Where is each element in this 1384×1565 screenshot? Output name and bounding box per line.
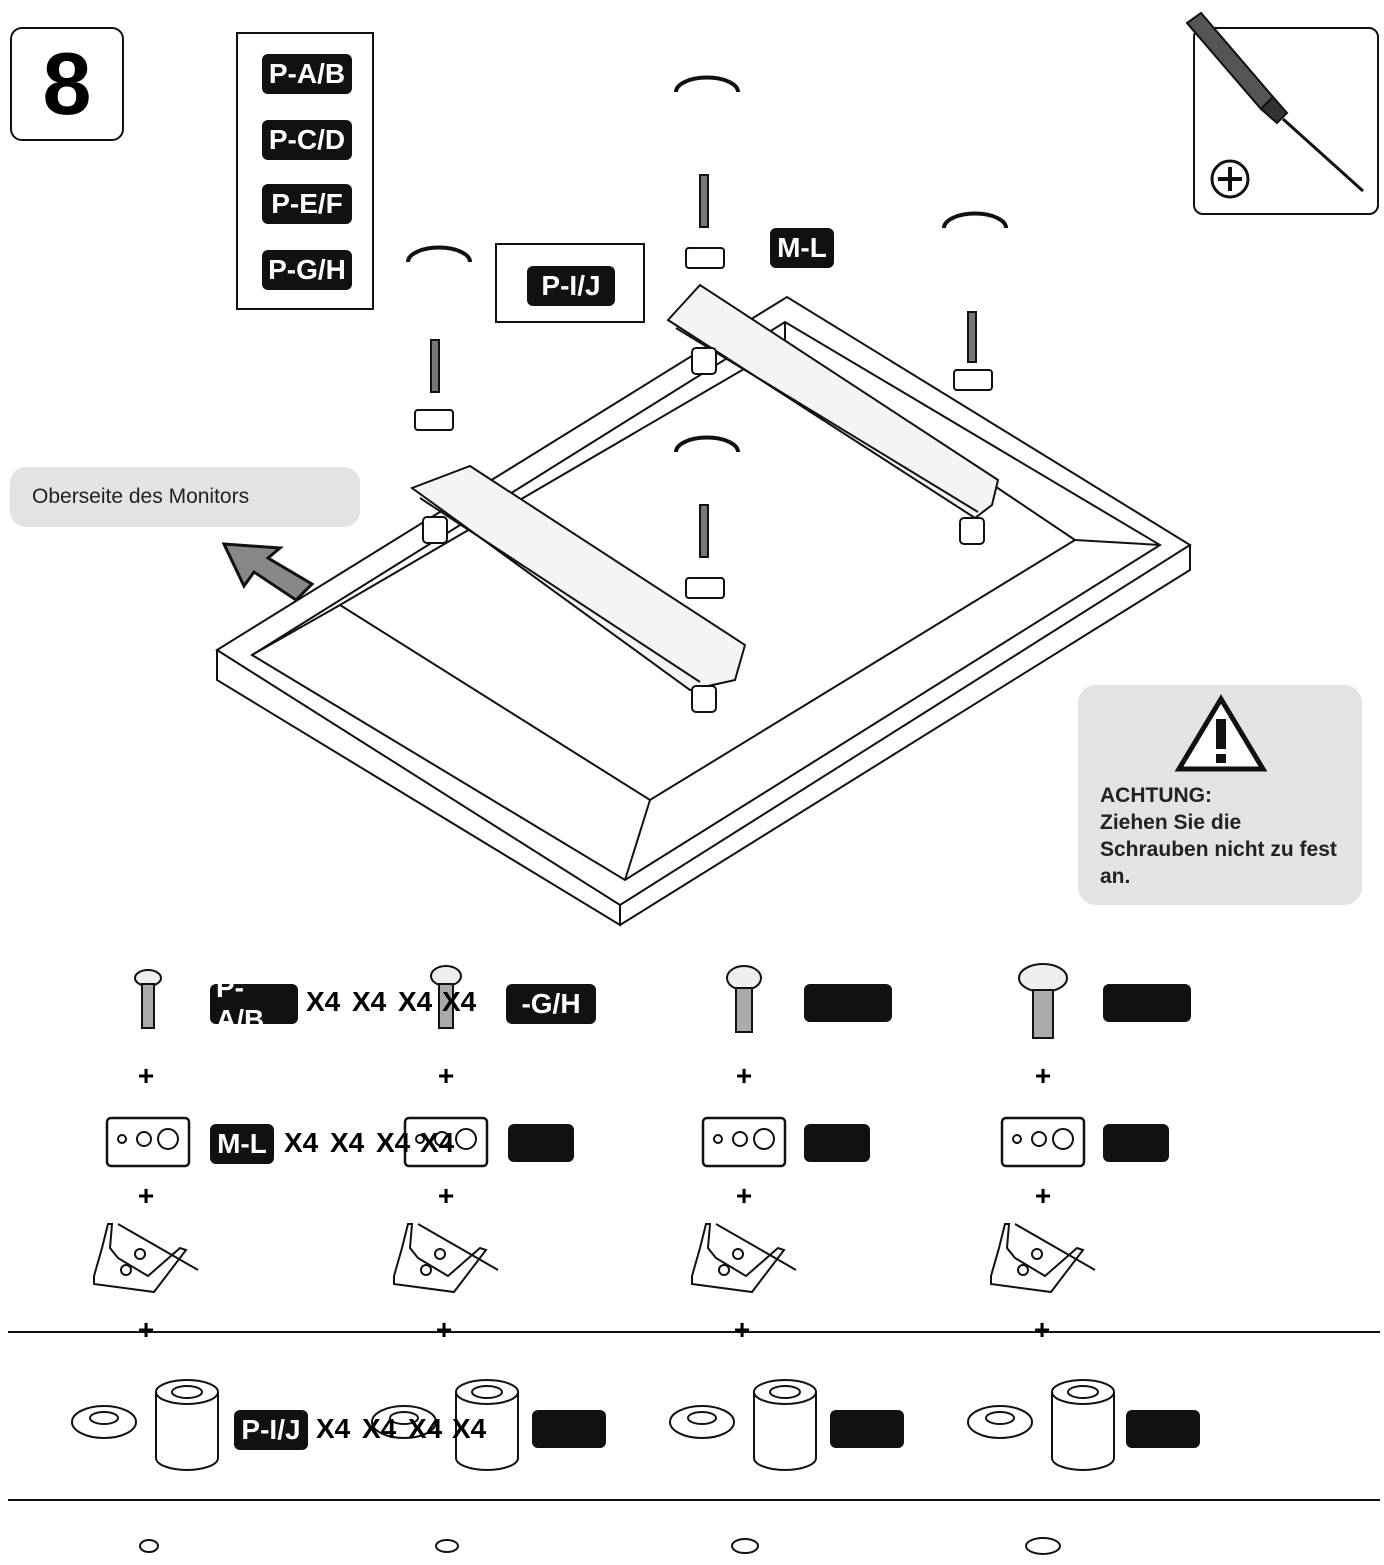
plus-sign: + [735,1060,753,1091]
screw-blank-label [804,984,892,1022]
plate-label-cd: P-C/D [262,120,352,160]
washer-row-label: M-L [210,1124,274,1164]
spacer-qty-3: X4 [408,1413,443,1444]
divider-line [8,1331,1380,1333]
screwdriver-icon [1185,11,1365,199]
spacer-blank-label [532,1410,606,1448]
plus-sign: + [437,1180,455,1211]
plus-sign: + [1034,1180,1052,1211]
screw-qty-2: X4 [352,986,387,1017]
step-number: 8 [42,34,92,133]
plus-sign: + [735,1180,753,1211]
screw-blank-label [1103,984,1191,1022]
washer-blank-label [804,1124,870,1162]
spacer-set-icon [71,1379,219,1471]
warning-text: ACHTUNG: Ziehen Sie die Schrauben nicht … [1100,782,1350,890]
plus-sign: + [435,1314,453,1345]
spacer-blank-label [830,1410,904,1448]
washer-label: M-L [770,228,834,268]
screw-icon [726,965,762,1033]
washer-blank-label [508,1124,574,1162]
screw-qty-1: X4 [306,986,341,1017]
small-washer-icon [731,1538,759,1554]
spacer-set-icon [967,1379,1115,1471]
screw-row-label-right: -G/H [506,984,596,1024]
plus-sign: + [137,1314,155,1345]
plus-sign: + [1034,1060,1052,1091]
washer-plate-icon [105,1116,191,1168]
spacer-set-icon [669,1379,817,1471]
plus-sign: + [137,1060,155,1091]
screw-icon [430,965,462,1029]
orientation-text: Oberseite des Monitors [32,485,250,508]
washer-plate-icon [403,1116,489,1168]
small-washer-icon [435,1539,459,1553]
bracket-clip-icon [93,1223,199,1294]
warning-body: Ziehen Sie die Schrauben nicht zu fest a… [1100,811,1337,888]
warning-triangle-icon [1174,694,1268,772]
spacer-blank-label [1126,1410,1200,1448]
plus-sign: + [733,1314,751,1345]
plus-sign: + [437,1060,455,1091]
washer-qty-2: X4 [330,1127,365,1158]
plus-sign: + [137,1180,155,1211]
screw-qty-3: X4 [398,986,433,1017]
washer-qty-3: X4 [376,1127,411,1158]
monitor-illustration [215,75,1192,927]
screw-icon [1018,963,1068,1039]
small-washer-icon [1025,1537,1061,1555]
washer-qty-4: X4 [420,1127,455,1158]
small-washer-icon [139,1539,159,1553]
bracket-clip-icon [691,1223,797,1294]
plus-sign: + [1033,1314,1051,1345]
orientation-label: Oberseite des Monitors [10,467,360,527]
washer-blank-label [1103,1124,1169,1162]
divider-line [8,1499,1380,1501]
tool-box [1193,27,1379,215]
plate-label-ab: P-A/B [262,54,352,94]
spacer-set-icon [371,1379,519,1471]
bracket-clip-icon [990,1223,1096,1294]
warning-title: ACHTUNG: [1100,784,1212,807]
step-number-box: 8 [10,27,124,141]
screw-row-label: P-A/B [210,972,298,1035]
arrow-up-left-icon [221,542,315,602]
spacer-row-label: P-I/J [234,1410,308,1450]
screw-qty-4: X4 [442,986,477,1017]
bracket-clip-icon [393,1223,499,1294]
spacer-qty-2: X4 [362,1413,397,1444]
screw-icon [134,969,162,1029]
spacer-qty-4: X4 [452,1413,487,1444]
spacer-qty-1: X4 [316,1413,351,1444]
plate-label-ef: P-E/F [262,184,352,224]
plate-label-gh: P-G/H [262,250,352,290]
washer-plate-icon [701,1116,787,1168]
washer-qty-1: X4 [284,1127,319,1158]
spacer-label-box [495,243,645,323]
washer-plate-icon [1000,1116,1086,1168]
spacer-label: P-I/J [527,266,615,306]
